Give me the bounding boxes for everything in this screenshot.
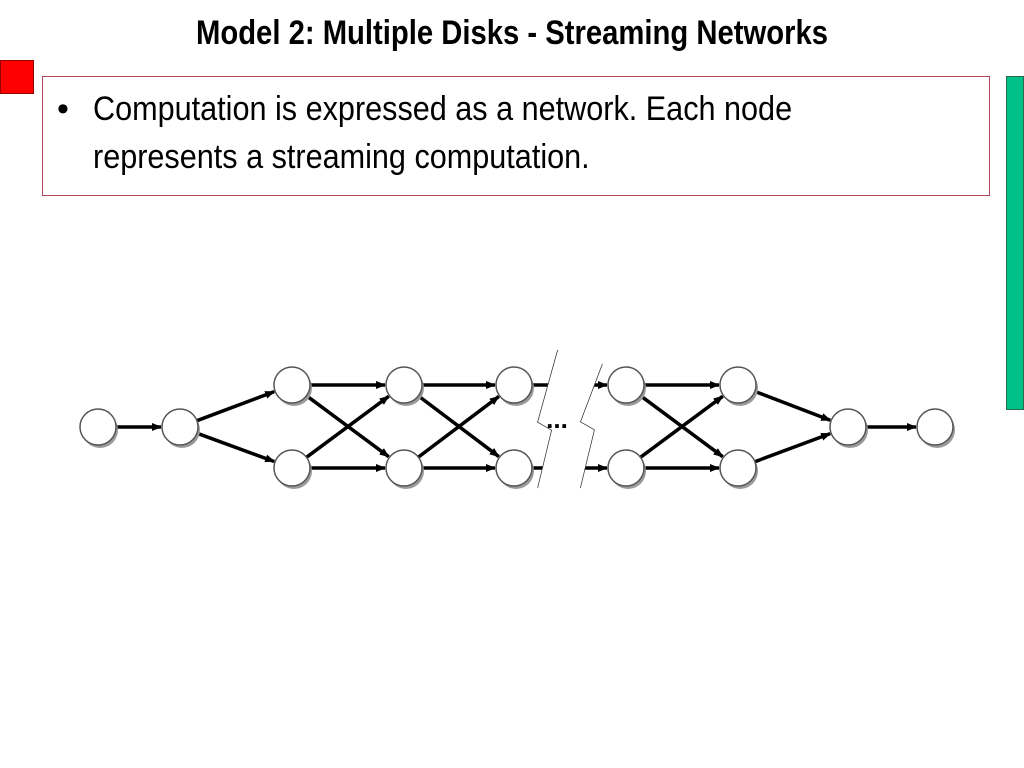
network-arrow [305,394,390,459]
streaming-network-diagram: ... [79,349,955,489]
bullet-text: Computation is expressed as a network. E… [93,90,793,176]
node-circle [79,408,117,446]
network-arrow [417,395,500,459]
network-node [79,408,118,448]
ellipsis-label: ... [546,404,568,434]
network-node [273,366,312,406]
network-arrow [196,431,276,464]
node-circle [829,408,867,446]
network-arrow [639,394,724,459]
bullet-item: • Computation is expressed as a network.… [57,85,957,181]
network-node [607,449,646,489]
node-circle [495,366,533,404]
network-node [495,449,534,489]
slide-title: Model 2: Multiple Disks - Streaming Netw… [195,14,829,52]
node-circle [385,449,423,487]
node-circle [719,366,757,404]
node-circle [385,366,423,404]
network-node [385,449,424,489]
node-circle [719,449,757,487]
bullet-marker: • [57,90,69,128]
network-arrow [754,389,832,422]
network-node [385,366,424,406]
network-node [719,366,758,406]
network-node [607,366,646,406]
network-node [495,366,534,406]
bullet-box: • Computation is expressed as a network.… [42,76,990,196]
network-node [161,408,200,448]
node-circle [916,408,954,446]
node-circle [607,449,645,487]
node-circle [273,449,311,487]
break-gap [538,350,602,488]
node-circle [495,449,533,487]
network-node [719,449,758,489]
red-square-decoration [0,60,34,94]
node-circle [273,366,311,404]
network-nodes [79,366,955,489]
network-node [273,449,312,489]
network-node [829,408,868,448]
network-node [916,408,955,448]
network-arrow [196,390,276,423]
node-circle [161,408,199,446]
network-break: ... [537,349,603,489]
node-circle [607,366,645,404]
network-arrow [754,431,832,464]
network-edges [116,381,917,472]
